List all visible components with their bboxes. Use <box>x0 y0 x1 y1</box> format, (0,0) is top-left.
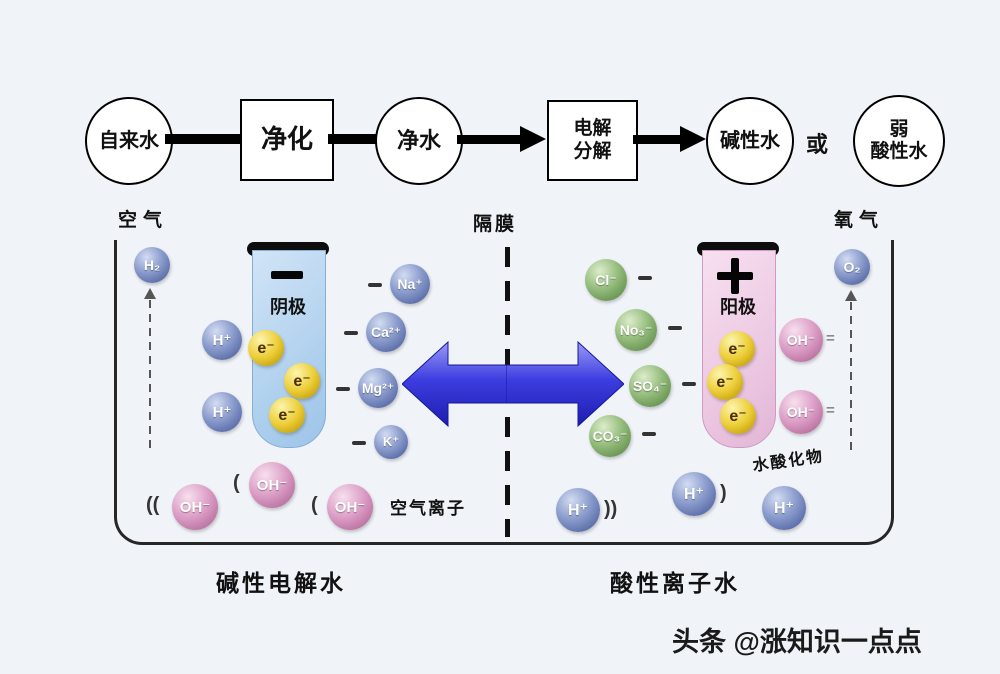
flow-node-electrolysis: 电解 分解 <box>547 100 638 181</box>
hydrogen-ion-ball: H⁺ <box>556 488 600 532</box>
sodium-ion-ball: Na⁺ <box>390 264 430 304</box>
charge-dash <box>642 432 656 436</box>
charge-dash <box>368 283 382 287</box>
emission-mark: ( <box>233 472 240 494</box>
plus-sign-icon <box>731 258 739 294</box>
oxygen-gas-bubble: O₂ <box>834 249 870 285</box>
charge-dash <box>344 331 358 335</box>
charge-dash <box>682 382 696 386</box>
electron-ball: e⁻ <box>707 364 743 400</box>
electron-ball: e⁻ <box>269 397 305 433</box>
sulfate-ion-ball: SO₄⁻ <box>629 365 671 407</box>
hydroxide-ion-ball: OH⁻ <box>249 462 295 508</box>
charge-dash <box>336 387 350 391</box>
membrane-label: 隔膜 <box>473 214 518 235</box>
electrolysis-tank <box>114 240 894 545</box>
flow-arrowhead-icon <box>680 126 706 152</box>
cathode-label: 阴极 <box>270 297 306 317</box>
minus-sign-icon <box>271 271 303 279</box>
oxygen-label: 氧气 <box>834 210 885 231</box>
electron-ball: e⁻ <box>719 331 755 367</box>
hydrogen-ion-ball: H⁺ <box>202 392 242 432</box>
calcium-ion-ball: Ca²⁺ <box>366 312 406 352</box>
flow-arrowhead-icon <box>520 126 546 152</box>
emission-mark: )) <box>604 498 618 520</box>
electrolysis-line2: 分解 <box>573 140 612 162</box>
hydrogen-gas-bubble: H₂ <box>134 247 170 283</box>
air-ions-note: 空气离子 <box>390 499 466 518</box>
weak-acid-line1: 弱 <box>889 119 909 141</box>
up-arrow-icon <box>845 290 857 301</box>
charge-dash <box>638 276 652 280</box>
equals-mark: = <box>826 402 835 419</box>
hydroxide-ion-ball: OH⁻ <box>172 484 218 530</box>
flow-connector <box>457 135 521 144</box>
gas-rise-line <box>149 300 151 450</box>
hydroxide-ion-ball: OH⁻ <box>327 484 373 530</box>
hydrogen-ion-ball: H⁺ <box>202 320 242 360</box>
or-text: 或 <box>806 132 829 157</box>
electrolysis-line1: 电解 <box>573 117 612 139</box>
electron-ball: e⁻ <box>248 330 284 366</box>
up-arrow-icon <box>144 288 156 299</box>
anode-label: 阳极 <box>720 297 756 317</box>
magnesium-ion-ball: Mg²⁺ <box>358 368 398 408</box>
acidic-water-result-label: 酸性离子水 <box>610 570 740 596</box>
chloride-ion-ball: Cl⁻ <box>585 259 627 301</box>
equals-mark: = <box>826 330 835 347</box>
carbonate-ion-ball: CO₃⁻ <box>589 415 631 457</box>
flow-connector <box>165 134 242 144</box>
electron-ball: e⁻ <box>720 398 756 434</box>
emission-mark: ) <box>720 482 727 504</box>
flow-node-clean-water: 净水 <box>375 97 463 185</box>
flow-connector <box>633 135 681 144</box>
right-migration-arrow-icon <box>506 340 624 428</box>
gas-rise-line <box>850 302 852 452</box>
watermark: 头条 @涨知识一点点 <box>672 627 922 657</box>
hydrogen-ion-ball: H⁺ <box>762 486 806 530</box>
hydrogen-ion-ball: H⁺ <box>672 472 716 516</box>
flow-node-alkaline-water: 碱性水 <box>706 97 794 185</box>
emission-mark: ( <box>311 494 318 516</box>
air-label: 空气 <box>118 210 169 231</box>
electron-ball: e⁻ <box>284 363 320 399</box>
alkaline-water-result-label: 碱性电解水 <box>216 570 346 596</box>
flow-connector <box>328 134 376 144</box>
left-migration-arrow-icon <box>402 340 520 428</box>
hydroxide-ion-ball: OH⁻ <box>779 390 823 434</box>
hydroxide-ion-ball: OH⁻ <box>779 318 823 362</box>
potassium-ion-ball: K⁺ <box>374 425 408 459</box>
charge-dash <box>352 441 366 445</box>
emission-mark: (( <box>146 494 160 516</box>
charge-dash <box>668 326 682 330</box>
flow-node-weak-acid-water: 弱 酸性水 <box>853 95 945 187</box>
weak-acid-line2: 酸性水 <box>870 141 928 162</box>
flow-node-purify: 净化 <box>240 99 334 181</box>
nitrate-ion-ball: No₃⁻ <box>615 309 657 351</box>
flow-node-tap-water: 自来水 <box>85 97 173 185</box>
